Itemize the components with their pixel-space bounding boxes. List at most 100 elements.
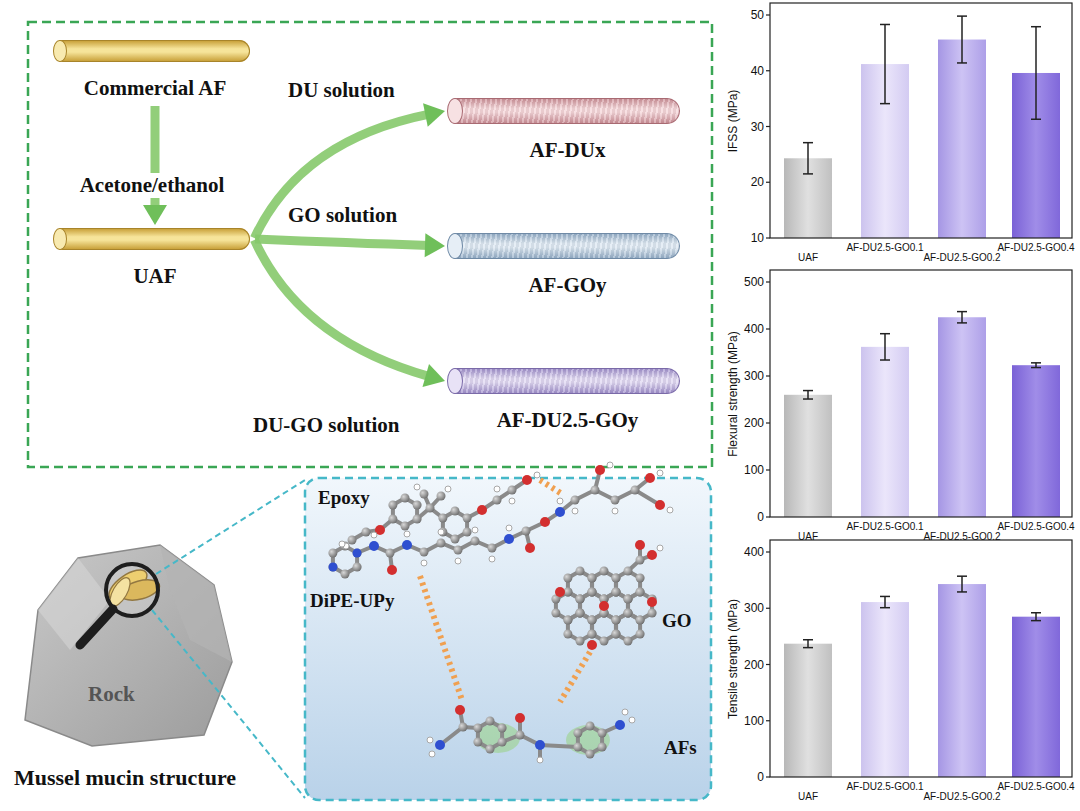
oxygen-atoms: [599, 601, 609, 611]
hydrogen-bond: [420, 480, 590, 702]
bar: [1012, 617, 1060, 777]
rock-illustration: [25, 545, 232, 746]
hydrogen-atoms: [414, 484, 420, 490]
error-cap: [803, 142, 813, 144]
fiber-node: AF-DUx: [455, 98, 680, 163]
category-label: AF-DU2.5-GO0.1: [846, 781, 923, 792]
figure-caption: Mussel mucin structure: [14, 765, 236, 791]
carbon-atoms: [522, 527, 531, 536]
error-bar: [807, 640, 809, 648]
tick-label: 300: [744, 601, 764, 615]
hydrogen-atoms: [667, 507, 673, 513]
nitrogen-atoms: [435, 740, 445, 750]
nitrogen-atoms: [329, 507, 626, 750]
molecule-bonds: [352, 470, 660, 760]
tick-mark: [766, 469, 770, 470]
bar: [784, 395, 832, 517]
bar: [784, 644, 832, 777]
error-cap: [957, 575, 967, 577]
fiber-label: AF-DUx: [455, 138, 680, 163]
hydrogen-atoms: [339, 462, 673, 763]
axis-title: Flexural strength (MPa): [726, 331, 740, 456]
molecule-rings: [573, 722, 606, 759]
molecule-label: Rock: [88, 682, 135, 707]
oxygen-atoms: [587, 640, 597, 650]
arrow-head: [425, 233, 445, 257]
tick-mark: [766, 551, 770, 552]
edge-label: DU-GO solution: [250, 413, 402, 438]
molecule-bonds: [357, 478, 650, 553]
carbon-atoms: [471, 537, 480, 546]
process-arrow: [254, 240, 429, 377]
category-label: AF-DU2.5-GO0.4: [997, 242, 1074, 253]
oxygen-atoms: [515, 713, 525, 723]
oxygen-atoms: [540, 517, 550, 527]
error-bar: [961, 312, 963, 323]
fiber-node: AF-DU2.5-GOy: [455, 368, 680, 433]
bar: [938, 40, 986, 238]
carbon-atoms: [591, 486, 600, 495]
hydrogen-atoms: [427, 737, 433, 743]
category-label: UAF: [798, 791, 818, 802]
oxygen-atoms: [477, 505, 487, 515]
carbon-atoms: [493, 496, 502, 505]
fiber-cylinder: [455, 233, 680, 259]
hydrogen-atoms: [534, 472, 540, 478]
magnifier-icon: [80, 564, 158, 645]
hydrogen-atoms: [509, 498, 515, 504]
tick-label: 50: [751, 8, 764, 22]
oxygen-atoms: [647, 550, 657, 560]
oxygen-atoms: [645, 473, 655, 483]
hydrogen-bond: [420, 576, 462, 700]
oxygen-atoms: [635, 540, 645, 550]
arrow-head: [423, 103, 445, 127]
carbon-atoms: [454, 546, 463, 555]
dashed-frame: [28, 22, 712, 467]
error-cap: [880, 24, 890, 26]
tick-mark: [766, 720, 770, 721]
plot-frame: [770, 540, 1072, 777]
oxygen-atoms: [522, 475, 532, 485]
error-cap: [1031, 26, 1041, 28]
tick-label: 20: [751, 175, 764, 189]
fiber-cylinder: [60, 228, 250, 250]
category-label: AF-DU2.5-GO0.4: [997, 521, 1074, 532]
hydrogen-atoms: [438, 529, 444, 535]
nitrogen-atoms: [535, 740, 545, 750]
edge-label: DU solution: [285, 78, 398, 103]
carbon-atoms: [508, 486, 517, 495]
hydrogen-atoms: [607, 462, 613, 468]
process-arrow: [255, 239, 429, 245]
tick-mark: [766, 422, 770, 423]
tick-mark: [766, 375, 770, 376]
error-bar: [884, 24, 886, 103]
tick-label: 0: [757, 770, 764, 784]
error-cap: [1031, 367, 1041, 369]
oxygen-atoms: [387, 565, 397, 575]
error-cap: [957, 591, 967, 593]
error-bar: [807, 391, 809, 399]
molecule-rings: [328, 494, 656, 759]
error-cap: [957, 15, 967, 17]
hydrogen-bond: [540, 480, 562, 494]
rock-illustration: [25, 545, 232, 746]
error-cap: [957, 311, 967, 313]
carbon-atoms: [386, 549, 395, 558]
oxygen-atoms: [375, 465, 665, 723]
error-cap: [803, 647, 813, 649]
hydrogen-atoms: [537, 757, 543, 763]
error-cap: [1031, 620, 1041, 622]
carbon-atoms: [420, 490, 429, 499]
molecule-rings: [611, 609, 644, 646]
zoom-leader: [156, 480, 305, 574]
tick-label: 200: [744, 658, 764, 672]
fiber-cylinder: [60, 40, 250, 62]
nitrogen-atoms: [329, 563, 338, 572]
hydrogen-bond: [560, 652, 590, 702]
tick-label: 30: [751, 120, 764, 134]
tick-mark: [766, 664, 770, 665]
tick-mark: [766, 182, 770, 183]
process-arrow: [254, 114, 429, 238]
error-bar: [884, 334, 886, 360]
error-cap: [803, 390, 813, 392]
